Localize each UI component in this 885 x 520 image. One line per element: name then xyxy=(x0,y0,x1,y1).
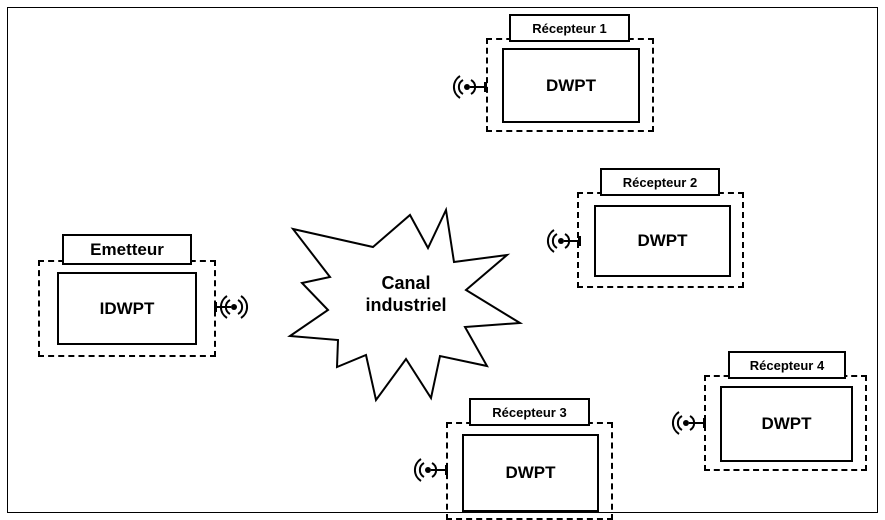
receiver-3-label: Récepteur 3 xyxy=(469,398,590,426)
receiver-3-device: DWPT xyxy=(462,434,599,512)
receiver-2-label: Récepteur 2 xyxy=(600,168,720,196)
receiver-4-label: Récepteur 4 xyxy=(728,351,846,379)
receiver-1-label: Récepteur 1 xyxy=(509,14,630,42)
emitter-antenna-icon xyxy=(214,295,248,319)
emitter-label: Emetteur xyxy=(62,234,192,265)
receiver-1-antenna-icon xyxy=(453,75,487,99)
channel-label-line1: Canal xyxy=(381,273,431,293)
channel-label-line2: industriel xyxy=(365,295,447,315)
channel-label: Canal industriel xyxy=(346,272,466,316)
emitter-device: IDWPT xyxy=(57,272,197,345)
receiver-4-device: DWPT xyxy=(720,386,853,462)
receiver-2-antenna-icon xyxy=(547,229,581,253)
receiver-4-antenna-icon xyxy=(672,411,706,435)
receiver-3-antenna-icon xyxy=(414,458,448,482)
receiver-1-device: DWPT xyxy=(502,48,640,123)
receiver-2-device: DWPT xyxy=(594,205,731,277)
